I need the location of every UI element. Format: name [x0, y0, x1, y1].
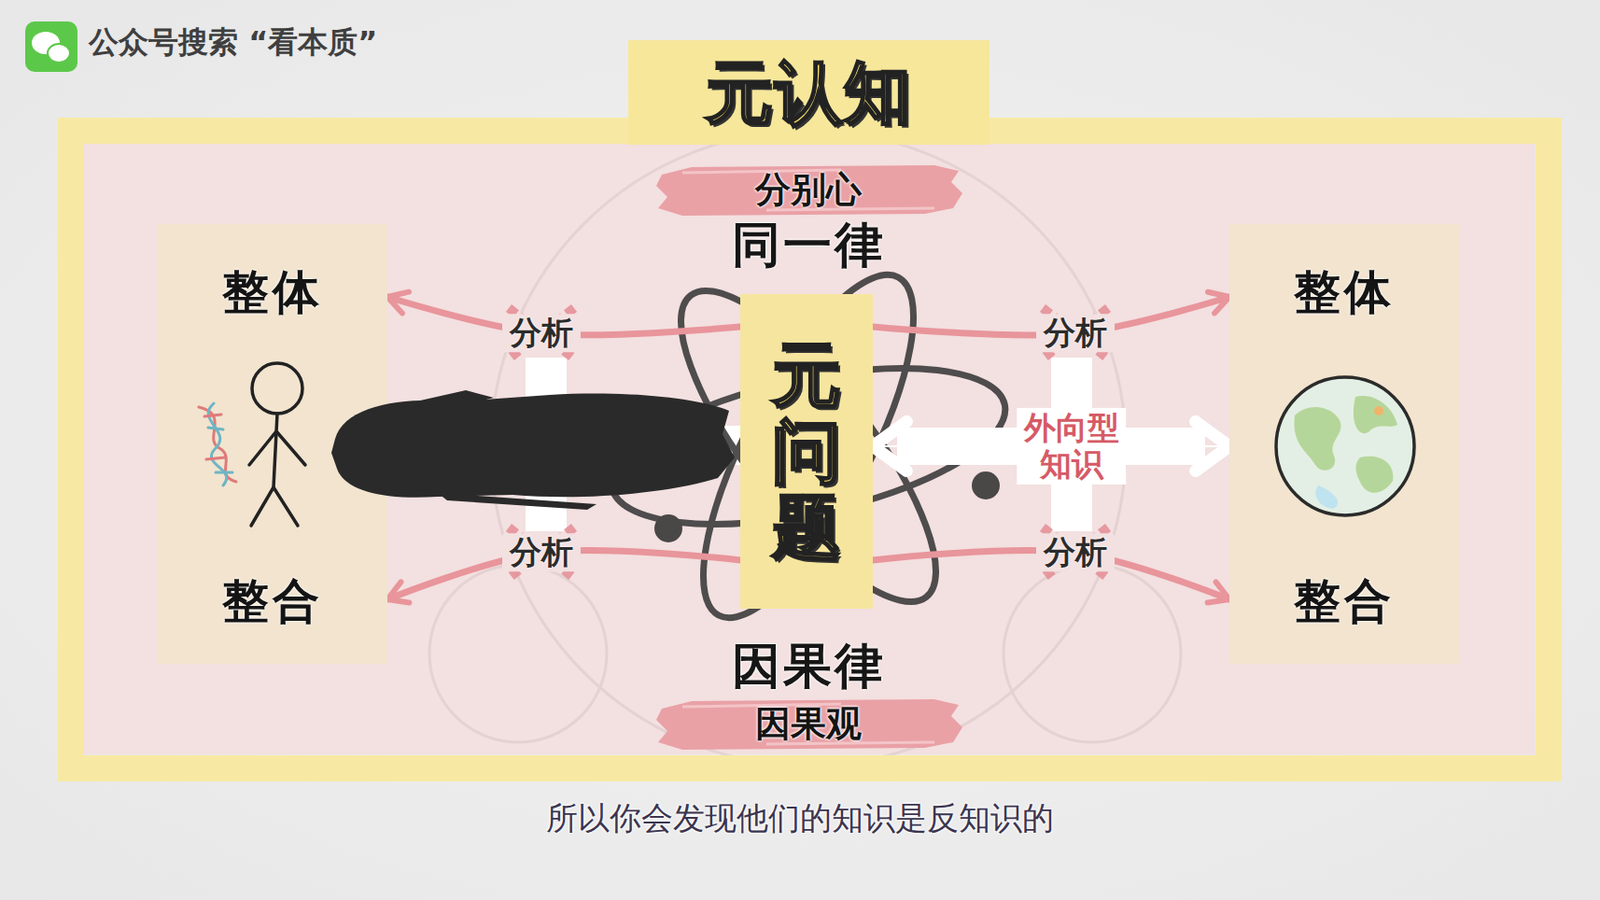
side-panel: 整体整合	[1229, 224, 1460, 664]
diagram-title: 元认知	[705, 58, 913, 127]
dna-helix	[198, 403, 237, 486]
icon-bubble	[47, 43, 71, 63]
edge-label-anchor: 分析	[502, 313, 581, 352]
core-column: 元问题	[740, 294, 873, 609]
globe	[1276, 377, 1415, 516]
stick-figure	[249, 363, 306, 526]
edge-label: 分析	[502, 313, 581, 352]
brush-fill	[656, 165, 963, 216]
node-text: 因果观	[755, 705, 862, 742]
sea-patch	[1315, 485, 1338, 509]
icon-ground	[25, 21, 78, 72]
edge-label-anchor: 分析	[1036, 533, 1115, 572]
brush-band: 因果观	[654, 695, 963, 752]
faint-circle	[429, 564, 607, 743]
brush-fill	[656, 699, 963, 750]
node-text: 分别心	[755, 171, 862, 208]
caption-text: 所以你会发现他们的知识是反知识的	[546, 801, 1054, 834]
atom-dot	[654, 514, 683, 543]
edge-label-anchor: 分析	[502, 533, 581, 572]
node-text: 整合	[222, 577, 323, 625]
brush-streak	[682, 169, 935, 211]
label-anchor: 公众号搜索 “看本质”	[88, 27, 378, 57]
edge-label: 外向型知识	[1016, 407, 1126, 485]
title-box: 元认知	[628, 40, 990, 145]
figure-arms	[249, 431, 306, 465]
brush-streak	[682, 703, 935, 744]
dna-rung	[204, 414, 222, 417]
dna-rung	[215, 471, 233, 475]
faint-circle	[1003, 564, 1181, 743]
continent	[1353, 395, 1398, 434]
brush-band: 分别心	[654, 161, 963, 218]
continent	[1293, 407, 1341, 471]
wechat-icon	[25, 21, 78, 72]
side-panel: 整体整合	[157, 224, 388, 664]
node-text: 整合	[1293, 577, 1395, 625]
law-label: 同一律	[731, 220, 886, 269]
edge-label-anchor: 外向型知识	[1016, 407, 1126, 485]
label-anchor: 同一律	[731, 220, 886, 269]
figure-body	[273, 413, 278, 488]
blot-streak	[353, 390, 494, 424]
globe-dot	[1374, 406, 1384, 416]
continents	[1293, 395, 1398, 493]
node-text: 整体	[1293, 268, 1395, 316]
dna-rung	[206, 457, 225, 460]
label-anchor: 因果律	[731, 641, 886, 690]
figure-head	[252, 363, 303, 414]
edge-label: 分析	[1036, 533, 1115, 572]
continent	[1356, 456, 1394, 493]
ink-blot	[331, 390, 735, 510]
law-label: 因果律	[731, 641, 886, 690]
pink-ground	[84, 143, 1535, 755]
blot-streak	[437, 492, 597, 510]
node-text: 元问题	[771, 336, 842, 565]
figure-legs	[251, 487, 298, 526]
caption-anchor: 所以你会发现他们的知识是反知识的	[546, 801, 1054, 834]
edge-label-anchor: 分析	[1036, 313, 1115, 352]
node-text: 整体	[222, 268, 323, 316]
channel-note: 公众号搜索 “看本质”	[88, 27, 378, 57]
atom-dot	[971, 471, 1000, 500]
edge-label: 分析	[502, 533, 581, 572]
edge-label: 分析	[1036, 313, 1115, 352]
dna-rung	[208, 427, 224, 430]
